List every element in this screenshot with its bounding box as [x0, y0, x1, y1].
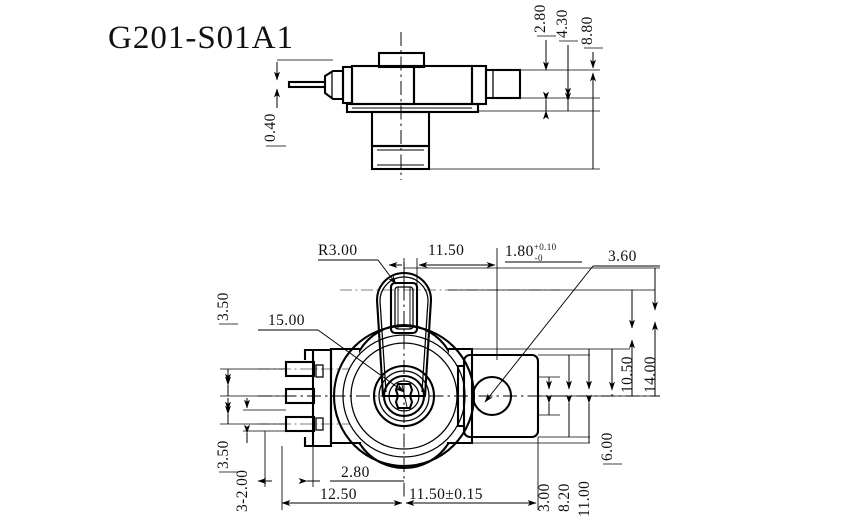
dimension-label-r3-00: R3.00: [318, 242, 357, 259]
dimension-label-12-50: 12.50: [320, 486, 357, 503]
dimension-label-3-00: 3.00: [536, 483, 553, 512]
right-extension: [470, 64, 522, 106]
main-body-block: [350, 64, 474, 106]
dimension-12-50: 12.50: [281, 446, 403, 510]
side-elevation-view: 0.40 2.80 4.30: [262, 4, 603, 180]
dimension-label-3-50-upper: 3.50: [215, 292, 232, 321]
dimension-1-80: 1.80+0.10-0: [505, 242, 582, 263]
dimension-11-00: 11.00: [576, 349, 593, 517]
dimension-10-50: 10.50: [619, 290, 636, 396]
dimension-label-11-00: 11.00: [576, 481, 593, 517]
plan-right-extension-lines: [404, 267, 660, 444]
dimension-label-8-80: 8.80: [579, 16, 596, 45]
dimension-3-00: 3.00: [536, 377, 553, 512]
dimension-label-2-80-plan: 2.80: [341, 464, 370, 481]
dimension-label-2-80-side: 2.80: [532, 4, 549, 33]
dimension-label-10-50: 10.50: [619, 356, 636, 393]
top-boss: [377, 51, 426, 69]
dimension-label-4-30: 4.30: [554, 9, 571, 38]
dimension-label-3-2-00: 3-2.00: [234, 470, 251, 512]
dimension-6-00: 6.00: [599, 349, 622, 465]
plan-bottom-view: R3.00 11.50 1.80+0.10-0 3.60: [215, 242, 660, 517]
dimension-stack-right-side-view: 2.80 4.30 8.80: [429, 4, 603, 170]
lower-hub: [370, 110, 431, 171]
dimension-3-60: 3.60: [484, 248, 660, 403]
dimension-11-50-tol: 11.50±0.15: [405, 437, 539, 510]
dimension-3-50-upper: 3.50: [215, 292, 286, 397]
dimension-label-8-20: 8.20: [556, 483, 573, 512]
dimension-2-80-plan: 2.80: [257, 431, 404, 487]
page-title: G201-S01A1: [108, 20, 294, 56]
dimension-8-20: 8.20: [556, 355, 573, 512]
dimension-3-50-lower: 3.50: [215, 398, 286, 473]
dimension-label-6-00: 6.00: [599, 432, 616, 461]
actuator-pin: [287, 80, 327, 89]
dimension-label-11-50: 11.50: [428, 242, 464, 259]
dimension-r3-00: R3.00: [318, 242, 397, 285]
dimension-11-50: 11.50: [388, 242, 498, 360]
dimension-label-3-50-lower: 3.50: [215, 440, 232, 469]
dimension-label-14-00: 14.00: [642, 356, 659, 393]
terminal-pins: [284, 360, 316, 433]
left-mounting-bracket: [303, 348, 333, 448]
dimension-label-11-50-tol: 11.50±0.15: [409, 486, 483, 503]
dimension-0-40: 0.40: [262, 59, 333, 147]
body-left-rim: [341, 65, 354, 105]
dimension-label-1-80: 1.80+0.10-0: [505, 242, 557, 263]
dimension-label-3-60: 3.60: [608, 248, 637, 265]
dimension-label-0-40: 0.40: [262, 113, 279, 142]
dimension-3-2-00: 3-2.00: [234, 398, 286, 512]
base-flange: [345, 102, 480, 114]
dimension-14-00: 14.00: [642, 268, 659, 396]
dimension-15-00: 15.00: [258, 312, 405, 393]
dimension-label-15-00: 15.00: [268, 312, 305, 329]
nose-block: [323, 69, 345, 101]
